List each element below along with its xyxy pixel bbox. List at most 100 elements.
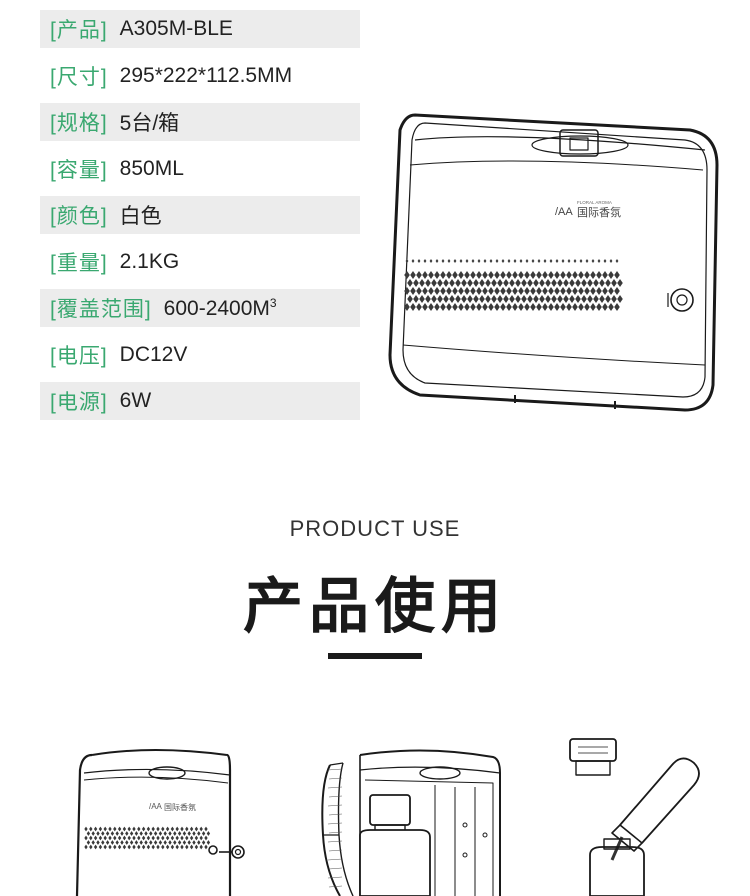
device-closed-drawing: /AA 国际香氛 bbox=[75, 749, 245, 896]
grille-diamond bbox=[165, 826, 170, 832]
grille-diamond bbox=[89, 844, 93, 850]
grille-diamond bbox=[596, 287, 602, 295]
grille-diamond bbox=[113, 835, 117, 841]
grille-diamond bbox=[608, 303, 614, 311]
grille-diamond bbox=[494, 303, 500, 311]
grille-diamond bbox=[569, 279, 575, 287]
grille-diamond bbox=[187, 840, 191, 845]
grille-diamond bbox=[548, 287, 554, 295]
mesh-line bbox=[328, 831, 343, 834]
grille-diamond bbox=[512, 303, 518, 311]
grille-diamond bbox=[608, 287, 614, 295]
grille-diamond bbox=[129, 831, 134, 836]
grille-diamond bbox=[199, 844, 203, 850]
grille-diamond bbox=[149, 831, 153, 836]
grille-diamond bbox=[446, 271, 452, 279]
grille-diamond bbox=[615, 259, 619, 263]
spec-label: [容量] bbox=[50, 158, 108, 182]
grille-diamond bbox=[120, 831, 124, 836]
grille-diamond bbox=[470, 303, 476, 311]
grille-diamond bbox=[182, 840, 187, 845]
grille-diamond bbox=[545, 279, 551, 287]
grille-diamond bbox=[429, 259, 433, 263]
grille-diamond bbox=[180, 826, 184, 832]
mesh-line bbox=[328, 813, 343, 816]
grille-diamond bbox=[199, 835, 203, 841]
grille-diamond bbox=[101, 831, 105, 836]
grille-diamond bbox=[132, 844, 136, 850]
grille-diamond bbox=[93, 844, 98, 850]
grille-diamond bbox=[605, 295, 611, 303]
grille-diamond bbox=[566, 271, 572, 279]
grille-diamond bbox=[96, 840, 100, 845]
grille-diamond bbox=[180, 844, 184, 850]
grille-diamond bbox=[410, 287, 416, 295]
grille-diamond bbox=[156, 826, 160, 832]
grille-diamond bbox=[89, 826, 93, 832]
grille-diamond bbox=[557, 279, 563, 287]
grille-diamond bbox=[185, 826, 189, 832]
spec-value: 2.1KG bbox=[119, 249, 180, 273]
grille-diamond bbox=[117, 844, 122, 850]
grille-diamond bbox=[518, 303, 524, 311]
brand-logo: /AA bbox=[555, 206, 573, 218]
grille-diamond bbox=[536, 287, 542, 295]
grille-diamond bbox=[144, 831, 148, 836]
grille-diamond bbox=[120, 840, 124, 845]
grille-diamond bbox=[488, 303, 494, 311]
grille-diamond bbox=[530, 271, 536, 279]
grille-diamond bbox=[497, 295, 503, 303]
grille-diamond bbox=[608, 271, 614, 279]
grille-diamond bbox=[603, 259, 607, 263]
grille-diamond bbox=[416, 271, 422, 279]
grille-diamond bbox=[542, 271, 548, 279]
grille-diamond bbox=[530, 287, 536, 295]
grille-diamond bbox=[527, 279, 533, 287]
grille-diamond bbox=[405, 259, 409, 263]
grille-diamond bbox=[103, 835, 107, 841]
grille-diamond bbox=[509, 279, 515, 287]
grille-diamond bbox=[542, 287, 548, 295]
spec-label: [产品] bbox=[50, 19, 108, 42]
grille-diamond bbox=[476, 271, 482, 279]
grille-diamond bbox=[404, 271, 410, 279]
grille-diamond bbox=[590, 287, 596, 295]
grille-diamond bbox=[443, 279, 449, 287]
grille-diamond bbox=[503, 279, 509, 287]
grille-diamond bbox=[113, 826, 117, 832]
grille-diamond bbox=[557, 295, 563, 303]
grille-diamond bbox=[560, 303, 566, 311]
grille-diamond bbox=[572, 287, 578, 295]
spec-label: [电源] bbox=[50, 391, 108, 414]
grille-diamond bbox=[539, 279, 545, 287]
grille-diamond bbox=[177, 831, 182, 836]
grille-diamond bbox=[587, 279, 593, 287]
spec-row-size: [尺寸] 295*222*112.5MM bbox=[40, 57, 360, 95]
grille-diamond bbox=[440, 303, 446, 311]
grille-diamond bbox=[449, 295, 455, 303]
spec-label: [规格] bbox=[50, 112, 108, 135]
grille-diamond bbox=[168, 831, 172, 836]
grille-diamond bbox=[548, 303, 554, 311]
grille-diamond bbox=[163, 831, 167, 836]
grille-diamond bbox=[110, 840, 115, 845]
grille-diamond bbox=[614, 287, 620, 295]
grille-diamond bbox=[435, 259, 439, 263]
grille-diamond bbox=[617, 295, 623, 303]
grille-diamond bbox=[93, 835, 98, 841]
grille-diamond bbox=[84, 835, 88, 841]
grille-diamond bbox=[470, 287, 476, 295]
step-2-illustration bbox=[315, 725, 505, 896]
spec-value: 850ML bbox=[119, 156, 184, 180]
grille-diamond bbox=[177, 840, 182, 845]
grille-diamond bbox=[494, 271, 500, 279]
grille-diamond bbox=[182, 831, 187, 836]
spec-value: 600-2400M3 bbox=[163, 295, 277, 320]
grille-diamond bbox=[129, 840, 134, 845]
grille-diamond bbox=[491, 295, 497, 303]
grille-diamond bbox=[180, 835, 184, 841]
grille-diamond bbox=[578, 287, 584, 295]
grille-diamond bbox=[495, 259, 499, 263]
grille-diamond bbox=[485, 295, 491, 303]
grille-diamond bbox=[458, 271, 464, 279]
